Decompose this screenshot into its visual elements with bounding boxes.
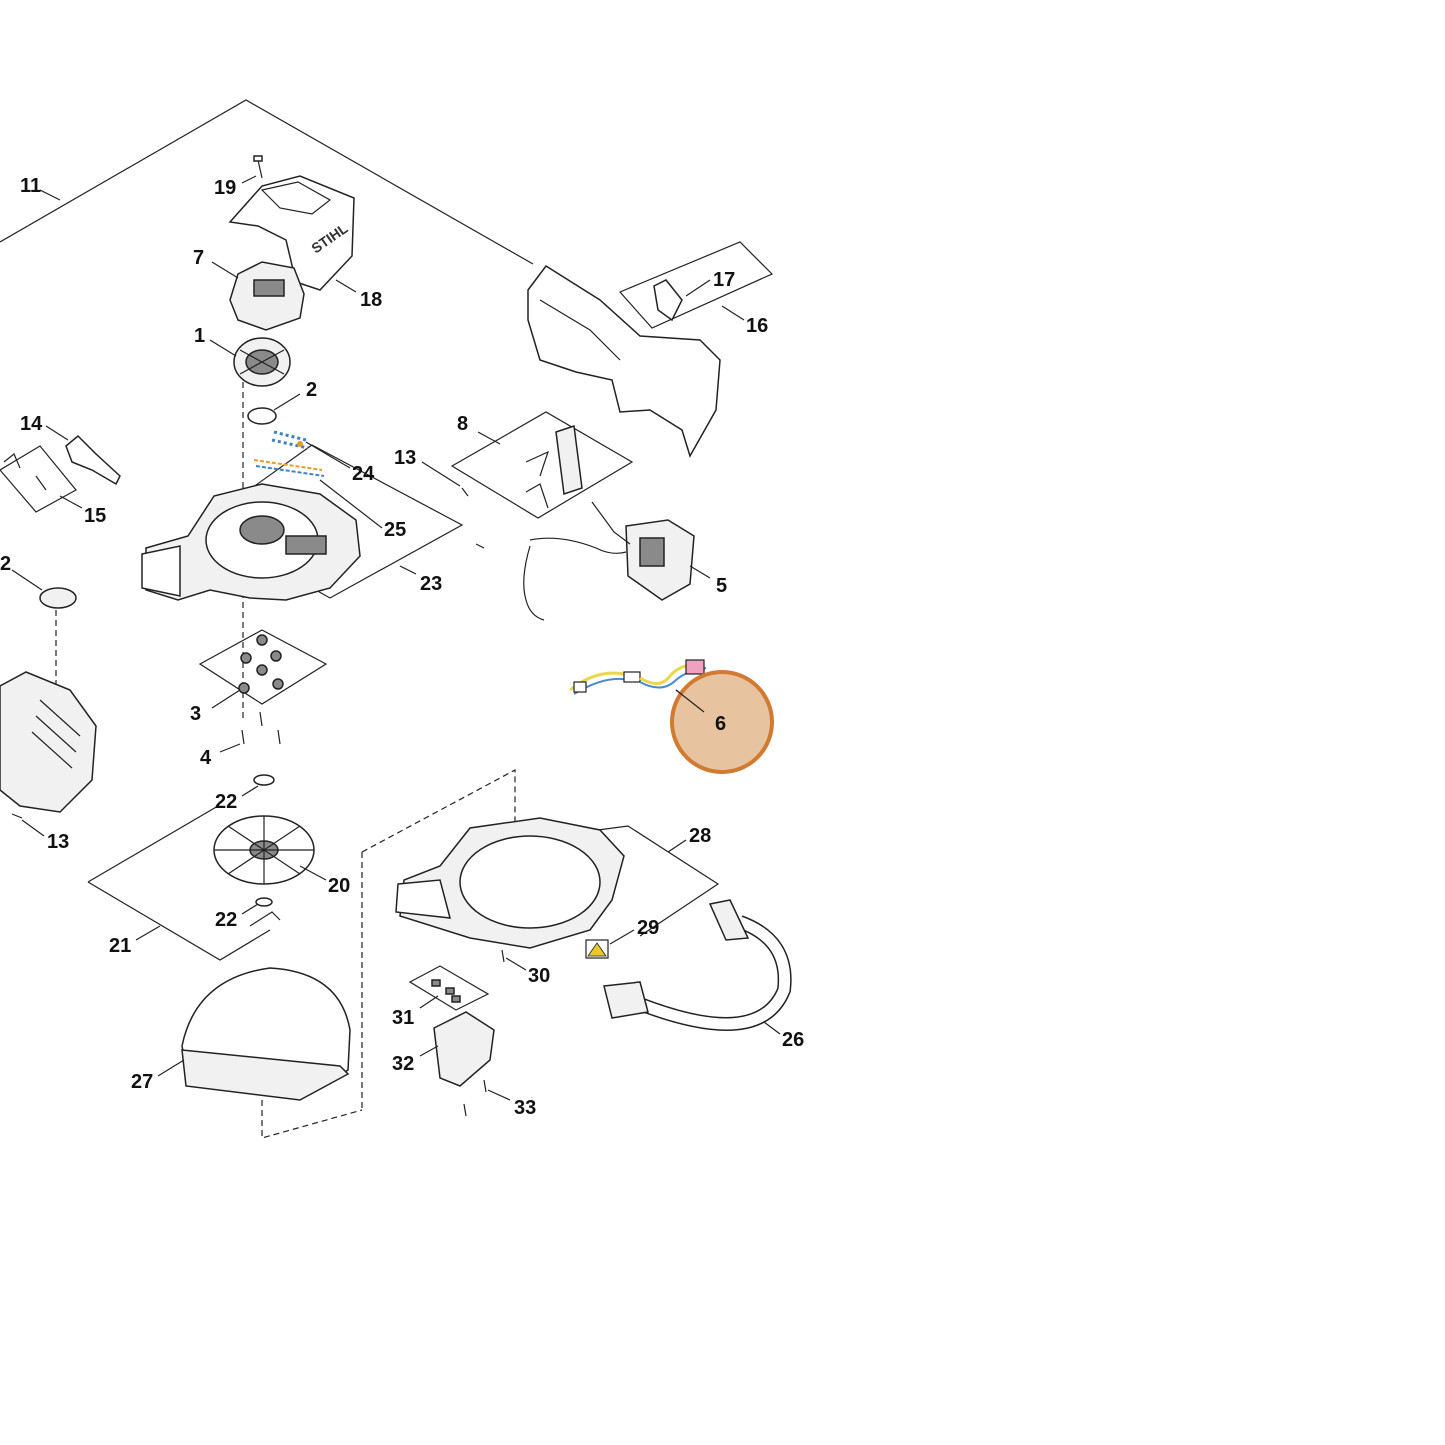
callout-4[interactable]: 4: [200, 747, 212, 769]
callout-23[interactable]: 23: [420, 573, 442, 595]
fan-wheel-20: [213, 815, 315, 885]
callout-15[interactable]: 15: [84, 505, 106, 527]
callout-13-bottom[interactable]: 13: [47, 831, 69, 853]
selected-part-highlight[interactable]: [670, 670, 774, 774]
blower-housing-23: [141, 483, 361, 601]
engine-housing: [0, 671, 97, 813]
callout-8[interactable]: 8: [457, 413, 468, 435]
callout-21[interactable]: 21: [109, 935, 131, 957]
callout-33[interactable]: 33: [514, 1097, 536, 1119]
hose-26: [603, 899, 792, 1031]
washer-2: [247, 407, 277, 425]
callout-30[interactable]: 30: [528, 965, 550, 987]
flywheel-1: [233, 337, 291, 387]
callout-27[interactable]: 27: [131, 1071, 153, 1093]
callout-19[interactable]: 19: [214, 177, 236, 199]
handle-housing-16: [527, 264, 721, 458]
callout-32[interactable]: 32: [392, 1053, 414, 1075]
callout-18[interactable]: 18: [360, 289, 382, 311]
callout-22-top[interactable]: 22: [215, 791, 237, 813]
callout-6[interactable]: 6: [715, 713, 726, 735]
control-unit-5: [523, 501, 695, 621]
callout-17[interactable]: 17: [713, 269, 735, 291]
callout-11[interactable]: 11: [20, 175, 41, 197]
cap-12: [39, 587, 77, 609]
callout-28[interactable]: 28: [689, 825, 711, 847]
top-cover-18: [228, 175, 355, 291]
components-24-25: [253, 430, 325, 477]
callout-5[interactable]: 5: [716, 575, 727, 597]
callout-24[interactable]: 24: [352, 463, 375, 485]
warning-label-29: [585, 939, 609, 959]
callout-14[interactable]: 14: [20, 413, 43, 435]
callout-2[interactable]: 2: [306, 379, 317, 401]
callout-1[interactable]: 1: [194, 325, 205, 347]
callout-3[interactable]: 3: [190, 703, 201, 725]
callout-16[interactable]: 16: [746, 315, 768, 337]
dampers-3: [238, 634, 284, 694]
ring-27: [181, 967, 351, 1101]
callout-12[interactable]: 2: [0, 553, 11, 575]
part-17: [653, 279, 683, 322]
small-parts-31: [431, 979, 461, 1003]
bracket-8: [525, 425, 583, 509]
callout-25[interactable]: 25: [384, 519, 406, 541]
callout-31[interactable]: 31: [392, 1007, 414, 1029]
wiring-harness-6: [569, 659, 707, 695]
callout-22-bottom[interactable]: 22: [215, 909, 237, 931]
callout-26[interactable]: 26: [782, 1029, 804, 1051]
bracket-32: [433, 1011, 495, 1087]
assembly-frames: [0, 99, 774, 1139]
volute-housing-28: [395, 817, 625, 949]
callout-labels: 11 19 7 18 1 2 14 24 13 8 17 16 15 25 23…: [0, 175, 804, 1119]
handle-14: [65, 434, 121, 486]
callout-29[interactable]: 29: [637, 917, 659, 939]
callout-20[interactable]: 20: [328, 875, 350, 897]
callout-13-top[interactable]: 13: [394, 447, 416, 469]
part-drawings: STIHL: [0, 155, 792, 1117]
screw-19: [253, 155, 263, 179]
callout-7[interactable]: 7: [193, 247, 204, 269]
